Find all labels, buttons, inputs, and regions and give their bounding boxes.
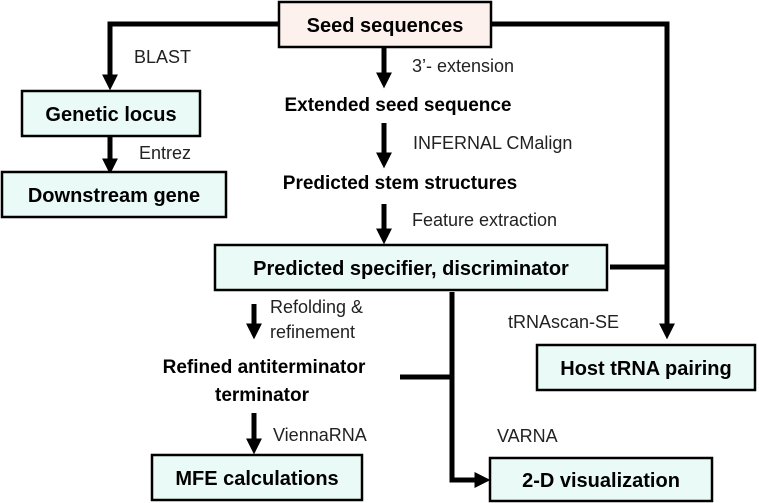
visualization-label: 2-D visualization — [522, 470, 680, 492]
downstream-gene-box — [0, 170, 228, 219]
arrow-specifier-to-visualization — [449, 292, 491, 489]
edge-label-blast: BLAST — [134, 47, 191, 67]
host-trna-box — [535, 343, 757, 392]
edge-label-varna: VARNA — [497, 426, 558, 446]
refined-label-line2: terminator — [215, 385, 310, 406]
seed-label: Seed sequences — [307, 15, 464, 37]
extended-seed-label: Extended seed sequence — [284, 95, 511, 116]
specifier-box — [213, 243, 609, 292]
specifier-label: Predicted specifier, discriminator — [253, 258, 569, 280]
refined-label-line1: Refined antiterminator — [163, 357, 366, 378]
edge-label-entrez: Entrez — [139, 143, 191, 163]
edge-label-feature: Feature extraction — [412, 210, 557, 230]
edge-label-refolding-line2: refinement — [270, 322, 355, 342]
arrow-seed-to-locus — [101, 21, 278, 91]
genetic-locus-box — [20, 89, 202, 138]
genetic-locus-label: Genetic locus — [45, 104, 176, 126]
edge-label-refolding-line1: Refolding & — [270, 297, 363, 317]
edge-label-trnascan: tRNAscan-SE — [508, 312, 619, 332]
downstream-gene-label: Downstream gene — [28, 185, 200, 207]
visualization-box — [488, 456, 714, 503]
arrow-seed-to-host — [490, 21, 676, 340]
mfe-label: MFE calculations — [175, 468, 338, 490]
mfe-box — [150, 453, 364, 502]
predicted-stem-label: Predicted stem structures — [283, 173, 517, 194]
seed-box — [277, 0, 493, 49]
edge-label-extension: 3’- extension — [412, 56, 514, 76]
edge-label-viennarna: ViennaRNA — [273, 425, 367, 445]
edge-label-infernal: INFERNAL CMalign — [413, 133, 572, 153]
host-trna-label: Host tRNA pairing — [560, 358, 731, 380]
